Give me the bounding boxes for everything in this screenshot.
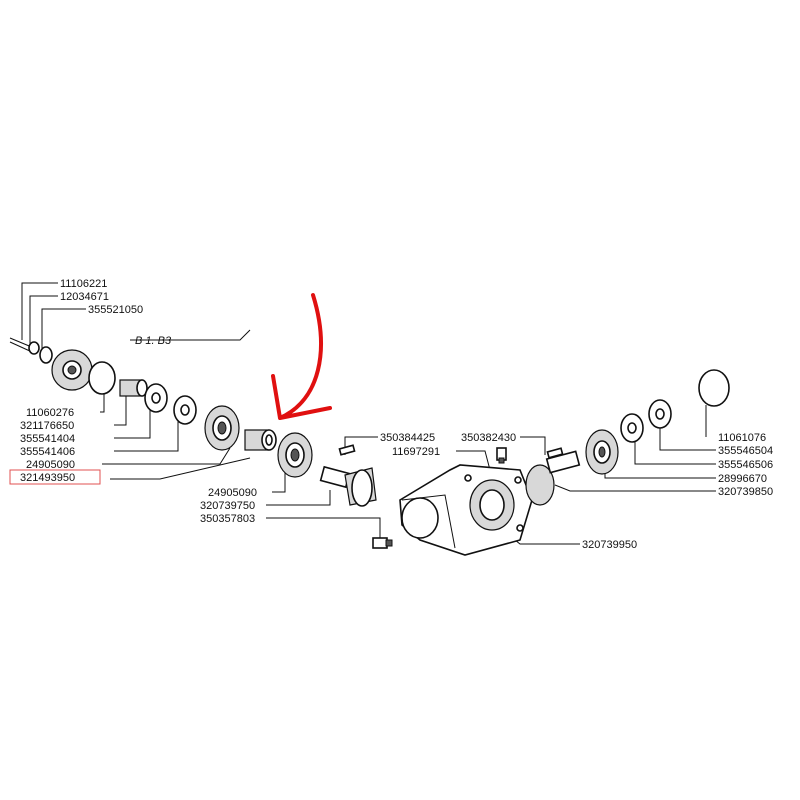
part-label-321493950: 321493950 [20,472,75,484]
gear-housing [399,464,533,556]
part-label-355541404: 355541404 [20,433,75,445]
snap-ring-left [88,361,116,395]
part-label-355541406: 355541406 [20,446,75,458]
part-label-355546504: 355546504 [718,445,773,457]
part-label-350382430: 350382430 [461,432,516,444]
part-label-350357803: 350357803 [200,513,255,525]
part-label-320739750: 320739750 [200,500,255,512]
part-label-11106221: 11106221 [60,278,107,290]
washer-right-1 [620,413,644,443]
bevel-gear-shaft [319,465,377,507]
part-label-321176650: 321176650 [20,420,74,432]
sprocket-gear [51,349,93,391]
bushing-left [119,379,148,397]
part-label-24905090-a: 24905090 [26,459,75,471]
washer-left-2 [173,395,197,425]
bearing-left-2 [277,432,313,478]
part-label-11697291: 11697291 [392,446,440,458]
washer-right-2 [648,399,672,429]
section-label: B 1. B3 [135,335,172,347]
part-label-320739850: 320739850 [718,486,773,498]
bearing-right [585,429,619,475]
small-washer [28,341,40,355]
snap-ring-right [698,369,730,407]
key-left [338,444,356,456]
set-screw [496,447,507,464]
spacer-sleeve [244,429,277,451]
part-label-28996670: 28996670 [718,473,767,485]
part-label-12034671: 12034671 [60,291,109,303]
part-label-320739950: 320739950 [582,539,637,551]
bearing-left [204,405,240,451]
washer-left-1 [144,383,168,413]
red-arrow [271,293,332,420]
grease-nipple [372,537,393,549]
part-label-11061076: 11061076 [718,432,766,444]
highlight-box [9,469,101,485]
part-label-24905090-b: 24905090 [208,487,257,499]
part-label-355521050: 355521050 [88,304,143,316]
bevel-gear-right [525,450,581,506]
part-label-11060276: 11060276 [26,407,74,419]
leader-lines-left [21,282,381,540]
part-label-355546506: 355546506 [718,459,773,471]
part-label-350384425: 350384425 [380,432,435,444]
small-ring [39,346,53,364]
